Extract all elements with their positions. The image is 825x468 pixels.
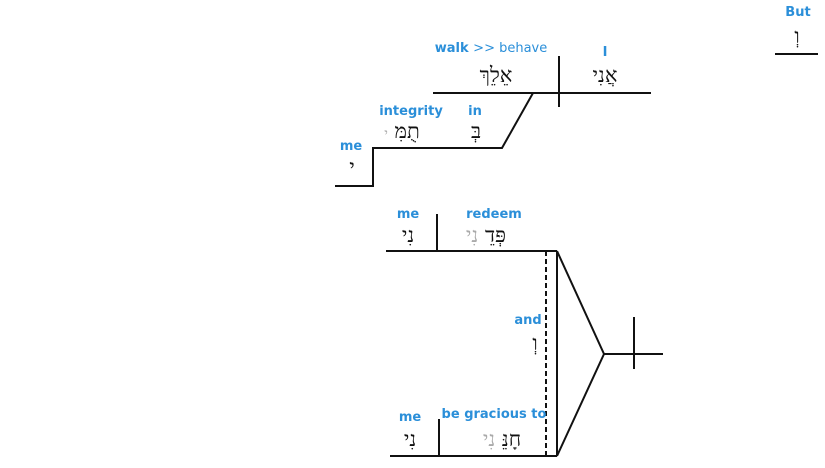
object-gloss: integrity <box>379 104 443 119</box>
but-gloss: But <box>785 5 811 20</box>
lower-object-gloss: me <box>398 410 422 425</box>
upper-verb-implied-suffix: נִי <box>465 223 479 247</box>
lower-object-hebrew: נִי <box>403 427 417 451</box>
lower-verb-implied-suffix: נִי <box>482 427 496 451</box>
modifier-hebrew: י <box>349 155 355 179</box>
upper-verb-gloss: redeem <box>466 207 522 222</box>
upper-object-hebrew: נִי <box>401 223 415 247</box>
subject-hebrew: אֲנִי <box>592 63 618 87</box>
upper-verb-word: פְּדֵ <box>484 223 507 247</box>
lower-verb-gloss: be gracious to <box>441 407 547 422</box>
verb-hebrew: אֵלֵךְ <box>479 63 513 87</box>
verb-gloss-extra: >> behave <box>473 41 548 56</box>
lower-verb-hebrew: חָנֵּ נִי <box>483 427 521 452</box>
prepositional-phrase-line <box>335 92 534 187</box>
preposition-gloss: in <box>468 104 482 119</box>
compound-fork <box>556 250 606 457</box>
conjunction-hebrew: וְ <box>532 331 538 355</box>
conjunction-gloss: and <box>514 313 542 328</box>
object-hebrew: תֻמִּ י <box>384 119 420 144</box>
but-hebrew: וְ <box>794 24 800 48</box>
object-implied-suffix: י <box>384 126 388 142</box>
verb-gloss-main: walk <box>434 41 469 56</box>
verb-gloss: walk >> behave <box>435 41 548 56</box>
lower-verb-word: חָנֵּ <box>501 427 522 451</box>
preposition-hebrew: בְּ <box>470 119 482 143</box>
object-word: תֻמִּ <box>394 119 420 143</box>
upper-object-gloss: me <box>396 207 420 222</box>
upper-verb-hebrew: פְּדֵ נִי <box>466 223 506 248</box>
subject-gloss: I <box>602 45 608 60</box>
modifier-gloss: me <box>339 139 363 154</box>
